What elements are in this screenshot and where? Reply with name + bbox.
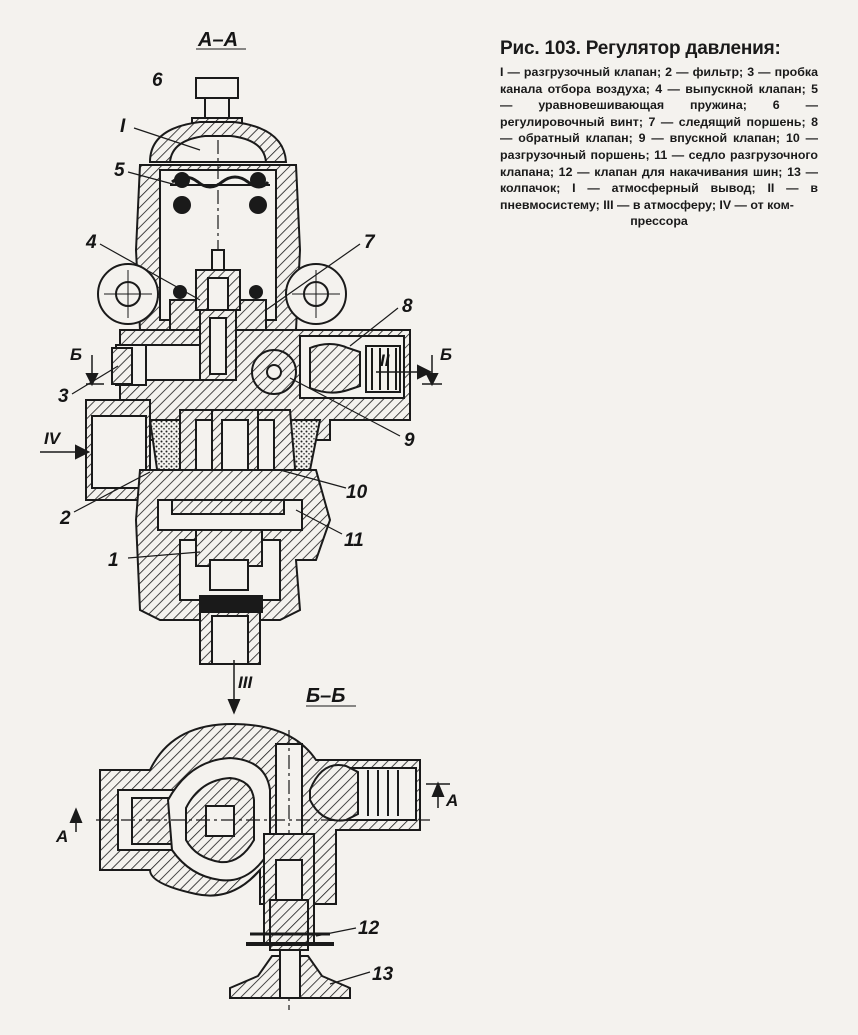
callout-13: 13 [372, 964, 394, 985]
cut-label-a-left: А [55, 827, 68, 846]
section-a-a-view [40, 48, 442, 715]
adjusting-screw [195, 77, 239, 99]
callout-2: 2 [59, 508, 71, 529]
callout-7: 7 [364, 232, 376, 253]
section-label-bottom: Б–Б [306, 685, 345, 707]
port-label-iv: IV [44, 429, 62, 448]
section-label-top: А–А [197, 29, 238, 51]
callout-4: 4 [85, 232, 97, 253]
figure-caption: Рис. 103. Регулятор давления: I — разгру… [500, 38, 818, 230]
section-b-b-view [69, 705, 450, 1010]
labels: А–А Б–Б 6 I 5 4 7 8 3 9 10 2 11 1 12 13 … [44, 29, 458, 985]
caption-legend: I — разгрузочный клапан; 2 — фильтр; 3 —… [500, 64, 818, 230]
callout-8: 8 [402, 296, 413, 317]
callout-11: 11 [344, 530, 364, 551]
cut-label-b-right: Б [440, 345, 452, 364]
callout-12: 12 [358, 918, 380, 939]
caption-title: Рис. 103. Регулятор давления: [500, 38, 781, 59]
callout-3: 3 [58, 386, 69, 407]
callout-1-top: I [120, 116, 126, 137]
cut-label-a-right: А [445, 791, 458, 810]
callout-10: 10 [346, 482, 368, 503]
caption-legend-end: прессора [630, 214, 688, 229]
cut-label-b-left: Б [70, 345, 82, 364]
callout-6: 6 [152, 70, 163, 91]
port-label-ii: II [380, 351, 391, 370]
callout-9: 9 [404, 430, 415, 451]
callout-1-bottom: 1 [108, 550, 119, 571]
caption-legend-text: I — разгрузочный клапан; 2 — фильтр; 3 —… [500, 65, 818, 212]
callout-5: 5 [114, 160, 125, 181]
port-label-iii: III [238, 673, 253, 692]
